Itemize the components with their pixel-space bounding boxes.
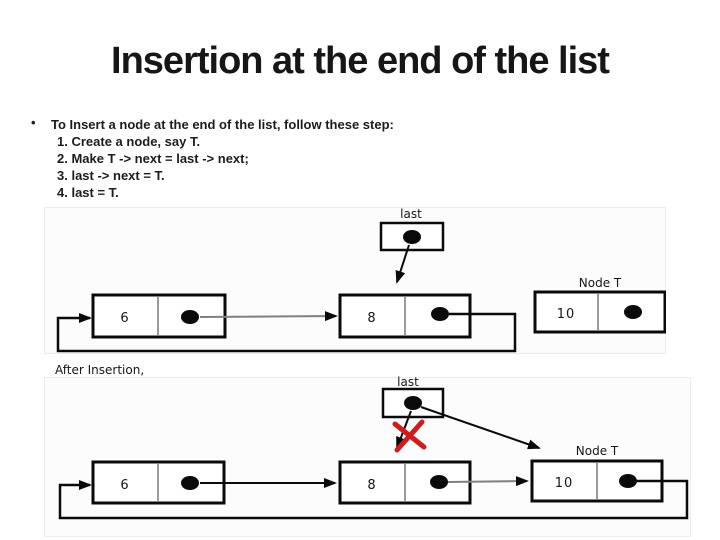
diagram-after-insertion: After Insertion, last 6 8 Node T 10 bbox=[44, 363, 691, 537]
node-10-next-dot bbox=[624, 305, 642, 319]
after-insertion-caption: After Insertion, bbox=[55, 363, 144, 377]
node-6-next-dot bbox=[181, 310, 199, 324]
circular-loop-line bbox=[56, 312, 517, 353]
last-pointer-dot bbox=[403, 230, 421, 244]
step-line-1: 1. Create a node, say T. bbox=[57, 134, 201, 149]
node-10-next-dot bbox=[619, 474, 637, 488]
node-8-value: 8 bbox=[367, 478, 376, 493]
node-6-value: 6 bbox=[120, 311, 129, 326]
new-node-label: Node T bbox=[579, 276, 622, 290]
node-10-value: 10 bbox=[555, 476, 574, 491]
last-to-node8-arrow bbox=[395, 244, 410, 284]
last-pointer-label: last bbox=[397, 375, 419, 389]
node-6-next-dot bbox=[181, 476, 199, 490]
diagram-before-insertion: last 6 8 Node T 10 bbox=[44, 207, 666, 354]
invalid-pointer-cross-icon bbox=[392, 419, 427, 453]
step-line-3: 3. last -> next = T. bbox=[57, 168, 165, 183]
circular-loop-line bbox=[58, 479, 689, 520]
step-line-4: 4. last = T. bbox=[57, 185, 119, 200]
last-to-nodeT-arrow bbox=[420, 406, 541, 450]
node-10-value: 10 bbox=[557, 307, 576, 322]
last-pointer-label: last bbox=[400, 207, 422, 221]
bullet-icon: • bbox=[31, 115, 36, 130]
bullet-intro: To Insert a node at the end of the list,… bbox=[51, 117, 394, 132]
steps-list: 1. Create a node, say T. 2. Make T -> ne… bbox=[57, 133, 249, 201]
node-10-box bbox=[533, 290, 666, 334]
node-8-next-dot bbox=[430, 475, 448, 489]
page-title: Insertion at the end of the list bbox=[111, 40, 610, 82]
step-line-2: 2. Make T -> next = last -> next; bbox=[57, 151, 249, 166]
diagram-panel bbox=[44, 377, 691, 537]
node-8-value: 8 bbox=[367, 311, 376, 326]
node6-to-node8-arrow bbox=[199, 311, 338, 322]
node-8-next-dot bbox=[431, 307, 449, 321]
node-6-value: 6 bbox=[120, 478, 129, 493]
node8-to-node10-arrow bbox=[447, 476, 529, 487]
new-node-label: Node T bbox=[576, 444, 619, 458]
last-pointer-dot bbox=[404, 396, 422, 410]
